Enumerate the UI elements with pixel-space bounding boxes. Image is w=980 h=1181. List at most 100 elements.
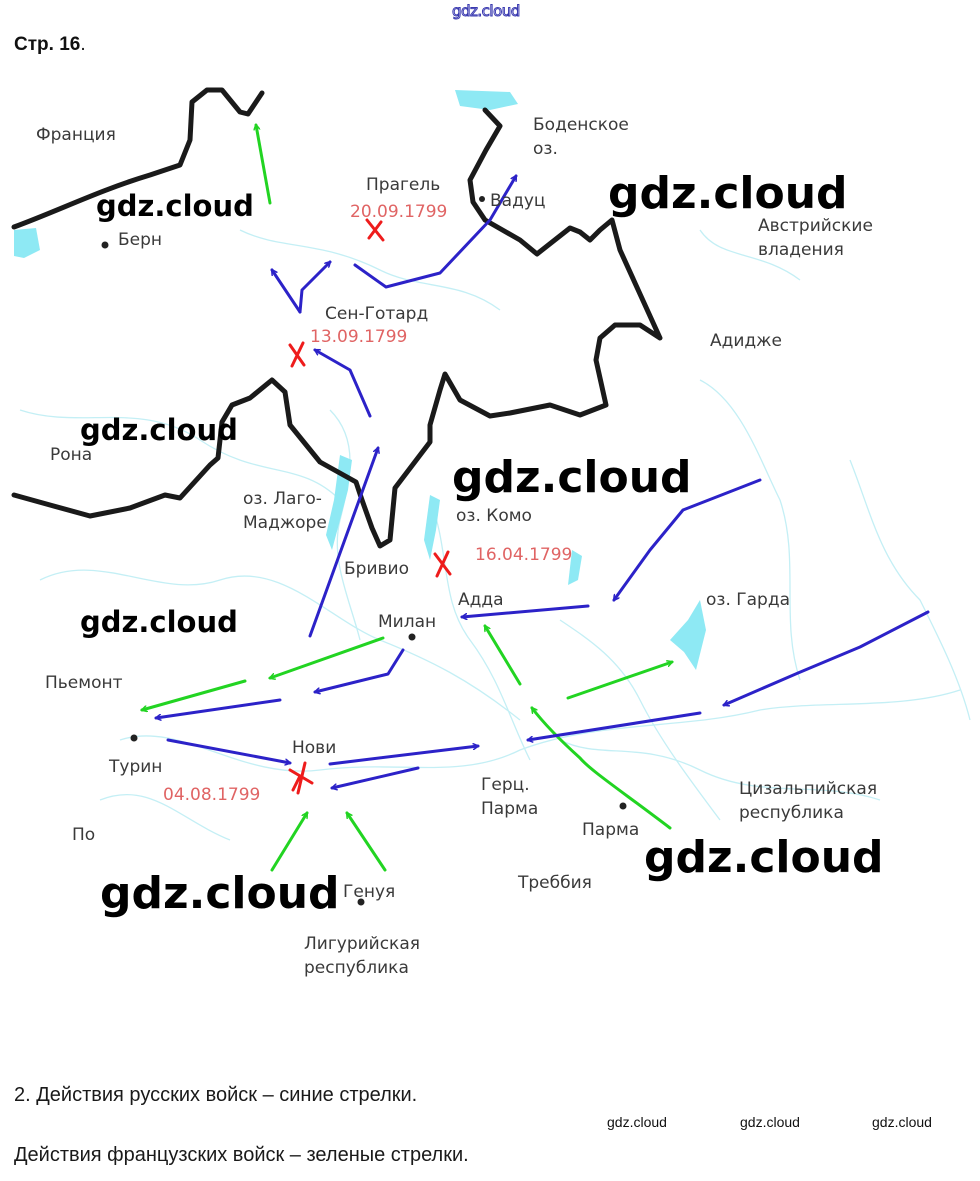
label-piedmont: Пьемонт bbox=[45, 673, 123, 693]
russian-arrow bbox=[270, 270, 302, 314]
river bbox=[559, 619, 721, 821]
border-swiss-east bbox=[11, 107, 663, 549]
lake-garda bbox=[670, 600, 706, 670]
label-ligurian-2: республика bbox=[304, 958, 409, 978]
lake-bodensee bbox=[455, 90, 518, 110]
map-watermarks: gdz.cloud gdz.cloud gdz.cloud gdz.cloud … bbox=[80, 168, 884, 919]
page-label-text: Стр. 16 bbox=[14, 34, 81, 55]
river bbox=[559, 739, 881, 801]
label-trebbia: Треббия bbox=[517, 873, 592, 893]
russian-arrow bbox=[332, 766, 420, 788]
battle-mark-novi bbox=[288, 761, 314, 795]
date-novi: 04.08.1799 bbox=[163, 785, 260, 805]
french-arrow bbox=[483, 626, 522, 686]
russian-arrow bbox=[315, 348, 372, 418]
french-arrow bbox=[566, 662, 672, 700]
city-dot-parma bbox=[619, 802, 627, 810]
label-turin: Турин bbox=[108, 757, 162, 777]
russian-arrow bbox=[166, 738, 290, 763]
answer-line-french: Действия французских войск – зеленые стр… bbox=[14, 1144, 469, 1166]
city-markers bbox=[101, 196, 627, 906]
label-adda: Адда bbox=[458, 590, 504, 610]
french-arrow bbox=[345, 813, 387, 872]
city-dot-bern bbox=[101, 241, 109, 249]
date-st-gotthard: 13.09.1799 bbox=[310, 327, 407, 347]
river bbox=[849, 459, 971, 721]
label-novi: Нови bbox=[292, 738, 336, 758]
russian-arrow bbox=[528, 711, 702, 740]
date-adda: 16.04.1799 bbox=[475, 545, 572, 565]
french-arrow bbox=[142, 679, 247, 710]
river bbox=[239, 229, 501, 311]
label-genoa: Генуя bbox=[343, 882, 395, 902]
label-brivio: Бривио bbox=[344, 559, 409, 579]
city-dot-genoa bbox=[357, 898, 365, 906]
battle-mark-pragel bbox=[365, 218, 385, 242]
label-parma: Парма bbox=[582, 820, 639, 840]
battle-mark-gotthard bbox=[288, 341, 306, 368]
label-france: Франция bbox=[36, 125, 116, 145]
footer-watermark: gdz.cloud bbox=[872, 1114, 932, 1130]
footer-watermark: gdz.cloud bbox=[740, 1114, 800, 1130]
label-pragel: Прагель bbox=[366, 175, 440, 195]
russian-arrow bbox=[353, 176, 518, 289]
label-ligurian-1: Лигурийская bbox=[304, 934, 420, 954]
river bbox=[19, 409, 341, 501]
label-cisalpine-1: Цизальпийская bbox=[739, 779, 877, 799]
russian-arrow bbox=[612, 478, 762, 600]
label-maggiore-1: оз. Лаго- bbox=[243, 489, 322, 509]
river bbox=[39, 569, 521, 721]
label-bern: Берн bbox=[118, 230, 162, 250]
label-parma-duchy-2: Парма bbox=[481, 799, 538, 819]
river bbox=[99, 794, 231, 841]
city-dot-turin bbox=[130, 734, 138, 742]
watermark: gdz.cloud bbox=[80, 413, 238, 447]
lake-como bbox=[424, 495, 440, 560]
label-garda: оз. Гарда bbox=[706, 590, 790, 610]
river bbox=[699, 379, 801, 681]
page-label-dot: . bbox=[80, 34, 86, 55]
russian-arrows bbox=[156, 176, 930, 788]
page-label: Стр. 16. bbox=[14, 34, 86, 56]
russian-arrow bbox=[298, 262, 330, 314]
answer-line-russian: 2. Действия русских войск – синие стрелк… bbox=[14, 1084, 418, 1106]
campaign-map: Франция Берн Прагель 20.09.1799 Вадуц Бо… bbox=[11, 87, 971, 978]
label-austria-2: владения bbox=[758, 240, 844, 260]
map-labels: Франция Берн Прагель 20.09.1799 Вадуц Бо… bbox=[36, 115, 877, 978]
russian-arrow bbox=[315, 648, 405, 692]
watermark: gdz.cloud bbox=[452, 452, 692, 503]
label-austria-1: Австрийские bbox=[758, 216, 873, 236]
battle-mark-adda bbox=[433, 550, 452, 578]
river bbox=[119, 689, 961, 772]
russian-arrow bbox=[724, 610, 930, 705]
watermark: gdz.cloud bbox=[96, 189, 254, 223]
label-maggiore-2: Маджоре bbox=[243, 513, 327, 533]
city-dot-milan bbox=[408, 633, 416, 641]
label-como: оз. Комо bbox=[456, 506, 532, 526]
label-parma-duchy-1: Герц. bbox=[481, 775, 530, 795]
label-po: По bbox=[72, 825, 95, 845]
french-arrow bbox=[270, 813, 309, 872]
river bbox=[699, 229, 801, 281]
watermark: gdz.cloud bbox=[80, 605, 238, 639]
rivers bbox=[19, 229, 971, 841]
date-pragel: 20.09.1799 bbox=[350, 202, 447, 222]
label-bodensee-1: Боденское bbox=[533, 115, 629, 135]
label-vaduz: Вадуц bbox=[490, 191, 545, 211]
french-arrow bbox=[270, 636, 385, 678]
russian-arrow bbox=[328, 746, 478, 766]
russian-arrow bbox=[308, 448, 378, 638]
label-milan: Милан bbox=[378, 612, 436, 632]
label-st-gotthard: Сен-Готард bbox=[325, 304, 428, 324]
label-bodensee-2: оз. bbox=[533, 139, 558, 159]
french-arrow bbox=[256, 125, 272, 205]
top-watermark: gdz.cloud bbox=[452, 2, 521, 21]
border-swiss-north bbox=[11, 87, 265, 230]
label-adige: Адидже bbox=[710, 331, 782, 351]
borders bbox=[11, 87, 663, 549]
battle-marks bbox=[288, 218, 452, 795]
lake-geneva bbox=[14, 228, 40, 258]
watermark: gdz.cloud bbox=[644, 832, 884, 883]
label-rhone: Рона bbox=[50, 445, 92, 465]
russian-arrow bbox=[156, 698, 282, 718]
